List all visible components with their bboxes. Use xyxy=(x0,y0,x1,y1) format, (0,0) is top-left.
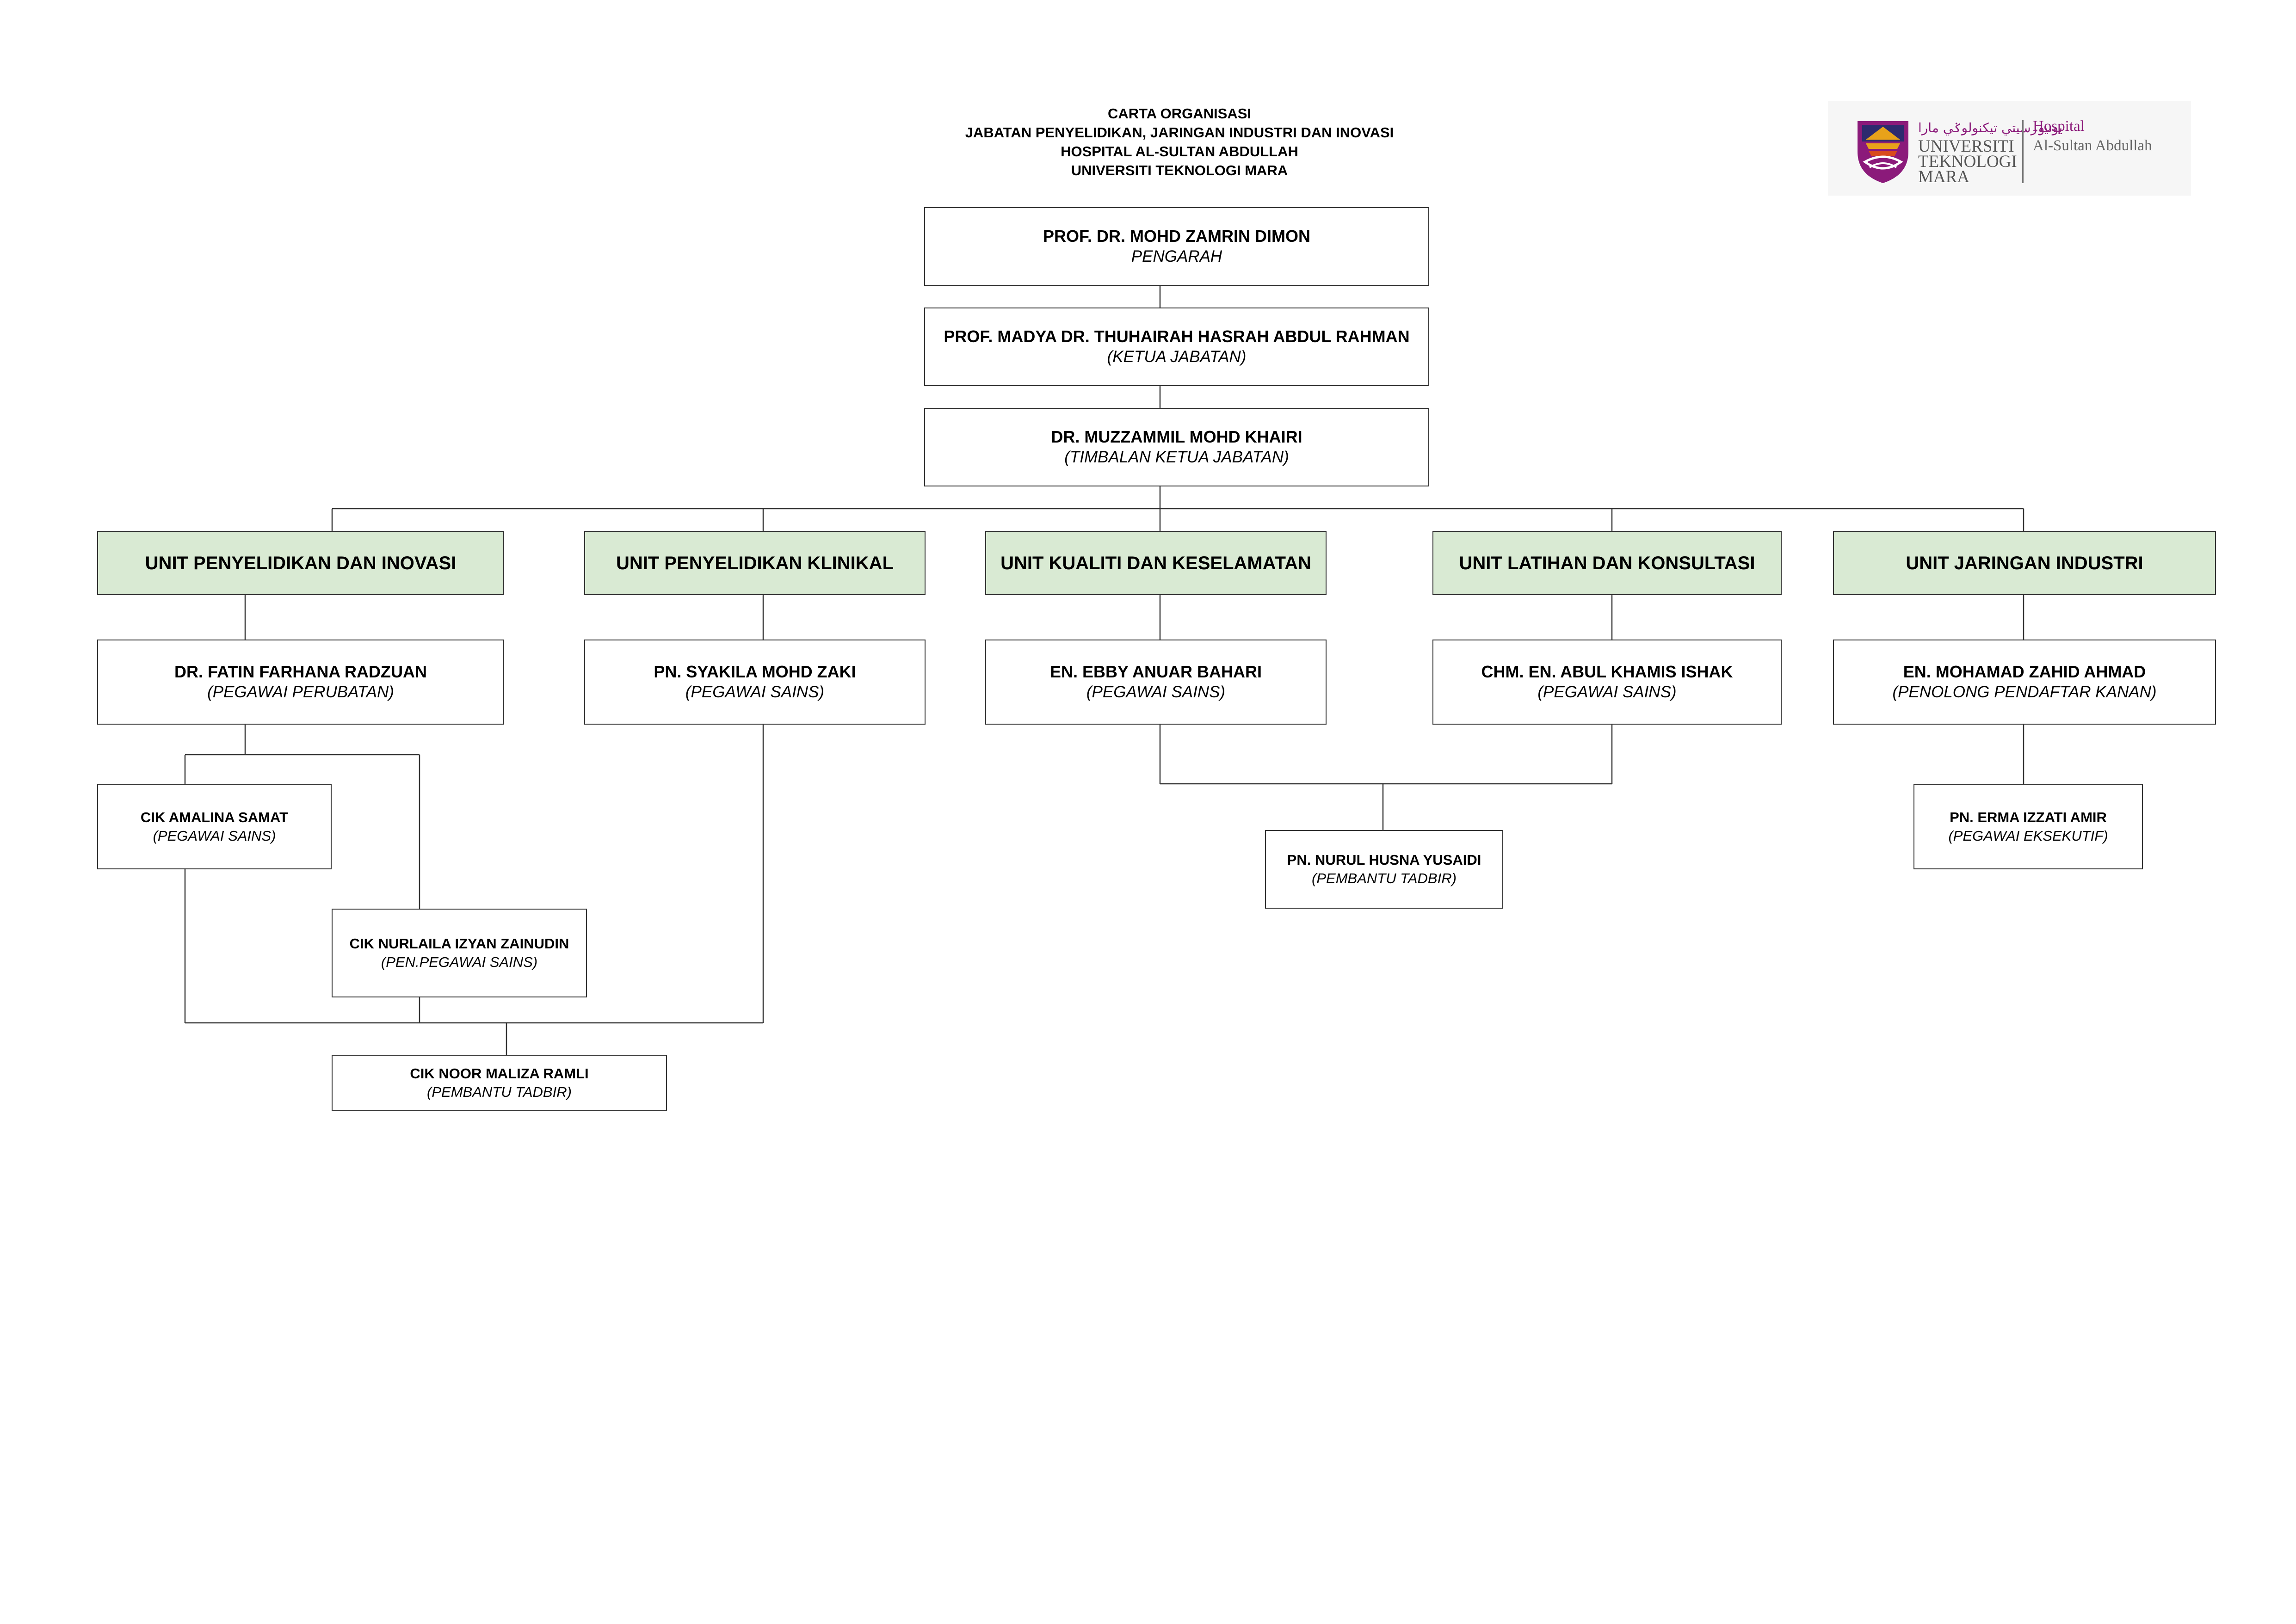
person-role: PENGARAH xyxy=(1131,247,1222,265)
person-role: (PEMBANTU TADBIR) xyxy=(1312,870,1457,886)
logo-jawi-text: يونيۏرسيتي تيكنولوݢي مارا xyxy=(1918,120,2063,135)
uitm-crest-icon xyxy=(1858,121,1908,183)
uitm-hospital-logo: يونيۏرسيتي تيكنولوݢي مارا UNIVERSITI TEK… xyxy=(1828,101,2191,196)
unit-jaringan-industri: UNIT JARINGAN INDUSTRI xyxy=(1833,531,2216,595)
unit-name: UNIT PENYELIDIKAN DAN INOVASI xyxy=(145,553,457,573)
logo-hospital-line2: Al-Sultan Abdullah xyxy=(2033,137,2152,154)
person-role: (KETUA JABATAN) xyxy=(1107,348,1247,366)
person-name: CIK NURLAILA IZYAN ZAINUDIN xyxy=(349,935,569,952)
unit-name: UNIT LATIHAN DAN KONSULTASI xyxy=(1459,553,1755,573)
person-role: (PEGAWAI SAINS) xyxy=(1086,683,1226,701)
officer-syakila-box: PN. SYAKILA MOHD ZAKI (PEGAWAI SAINS) xyxy=(584,640,926,725)
deputy-head-box: DR. MUZZAMMIL MOHD KHAIRI (TIMBALAN KETU… xyxy=(924,408,1429,486)
unit-name: UNIT JARINGAN INDUSTRI xyxy=(1906,553,2143,573)
unit-penyelidikan-klinikal: UNIT PENYELIDIKAN KLINIKAL xyxy=(584,531,926,595)
staff-erma-box: PN. ERMA IZZATI AMIR (PEGAWAI EKSEKUTIF) xyxy=(1913,784,2143,869)
director-box: PROF. DR. MOHD ZAMRIN DIMON PENGARAH xyxy=(924,207,1429,286)
person-name: EN. MOHAMAD ZAHID AHMAD xyxy=(1903,662,2146,681)
head-of-department-box: PROF. MADYA DR. THUHAIRAH HASRAH ABDUL R… xyxy=(924,308,1429,386)
title-line-2: JABATAN PENYELIDIKAN, JARINGAN INDUSTRI … xyxy=(965,124,1394,141)
unit-kualiti-keselamatan: UNIT KUALITI DAN KESELAMATAN xyxy=(985,531,1327,595)
person-name: CIK AMALINA SAMAT xyxy=(140,809,289,825)
person-role: (PENOLONG PENDAFTAR KANAN) xyxy=(1892,683,2157,701)
person-role: (PEGAWAI EKSEKUTIF) xyxy=(1948,827,2108,844)
title-line-3: HOSPITAL AL-SULTAN ABDULLAH xyxy=(1061,143,1298,160)
officer-zahid-box: EN. MOHAMAD ZAHID AHMAD (PENOLONG PENDAF… xyxy=(1833,640,2216,725)
title-line-1: CARTA ORGANISASI xyxy=(1108,105,1251,122)
staff-nurlaila-box: CIK NURLAILA IZYAN ZAINUDIN (PEN.PEGAWAI… xyxy=(332,909,587,997)
person-name: PN. NURUL HUSNA YUSAIDI xyxy=(1287,852,1481,868)
person-role: (PEGAWAI SAINS) xyxy=(153,827,276,844)
person-role: (PEGAWAI SAINS) xyxy=(685,683,825,701)
person-role: (PEN.PEGAWAI SAINS) xyxy=(381,954,538,970)
staff-amalina-box: CIK AMALINA SAMAT (PEGAWAI SAINS) xyxy=(97,784,332,869)
person-name: DR. MUZZAMMIL MOHD KHAIRI xyxy=(1051,427,1302,446)
person-name: PROF. MADYA DR. THUHAIRAH HASRAH ABDUL R… xyxy=(944,327,1410,346)
person-name: CHM. EN. ABUL KHAMIS ISHAK xyxy=(1481,662,1733,681)
officer-abul-box: CHM. EN. ABUL KHAMIS ISHAK (PEGAWAI SAIN… xyxy=(1432,640,1782,725)
staff-husna-box: PN. NURUL HUSNA YUSAIDI (PEMBANTU TADBIR… xyxy=(1265,830,1503,909)
logo-university-text: UNIVERSITI TEKNOLOGI MARA xyxy=(1918,137,2017,186)
person-role: (TIMBALAN KETUA JABATAN) xyxy=(1064,448,1289,466)
officer-fatin-box: DR. FATIN FARHANA RADZUAN (PEGAWAI PERUB… xyxy=(97,640,504,725)
officer-ebby-box: EN. EBBY ANUAR BAHARI (PEGAWAI SAINS) xyxy=(985,640,1327,725)
person-name: EN. EBBY ANUAR BAHARI xyxy=(1049,662,1262,681)
unit-name: UNIT PENYELIDIKAN KLINIKAL xyxy=(616,553,894,573)
person-role: (PEGAWAI PERUBATAN) xyxy=(207,683,394,701)
unit-penyelidikan-inovasi: UNIT PENYELIDIKAN DAN INOVASI xyxy=(97,531,504,595)
person-name: PROF. DR. MOHD ZAMRIN DIMON xyxy=(1043,227,1310,246)
person-name: CIK NOOR MALIZA RAMLI xyxy=(410,1065,589,1082)
title-line-4: UNIVERSITI TEKNOLOGI MARA xyxy=(1071,162,1288,178)
unit-name: UNIT KUALITI DAN KESELAMATAN xyxy=(1000,553,1311,573)
person-name: PN. SYAKILA MOHD ZAKI xyxy=(654,662,856,681)
person-name: DR. FATIN FARHANA RADZUAN xyxy=(174,662,427,681)
staff-maliza-box: CIK NOOR MALIZA RAMLI (PEMBANTU TADBIR) xyxy=(332,1055,667,1111)
logo-divider xyxy=(2022,120,2024,183)
person-role: (PEGAWAI SAINS) xyxy=(1537,683,1677,701)
person-role: (PEMBANTU TADBIR) xyxy=(427,1083,572,1100)
chart-title: CARTA ORGANISASI JABATAN PENYELIDIKAN, J… xyxy=(879,104,1480,180)
unit-latihan-konsultasi: UNIT LATIHAN DAN KONSULTASI xyxy=(1432,531,1782,595)
logo-hospital-line1: Hospital xyxy=(2033,118,2085,135)
person-name: PN. ERMA IZZATI AMIR xyxy=(1950,809,2107,825)
